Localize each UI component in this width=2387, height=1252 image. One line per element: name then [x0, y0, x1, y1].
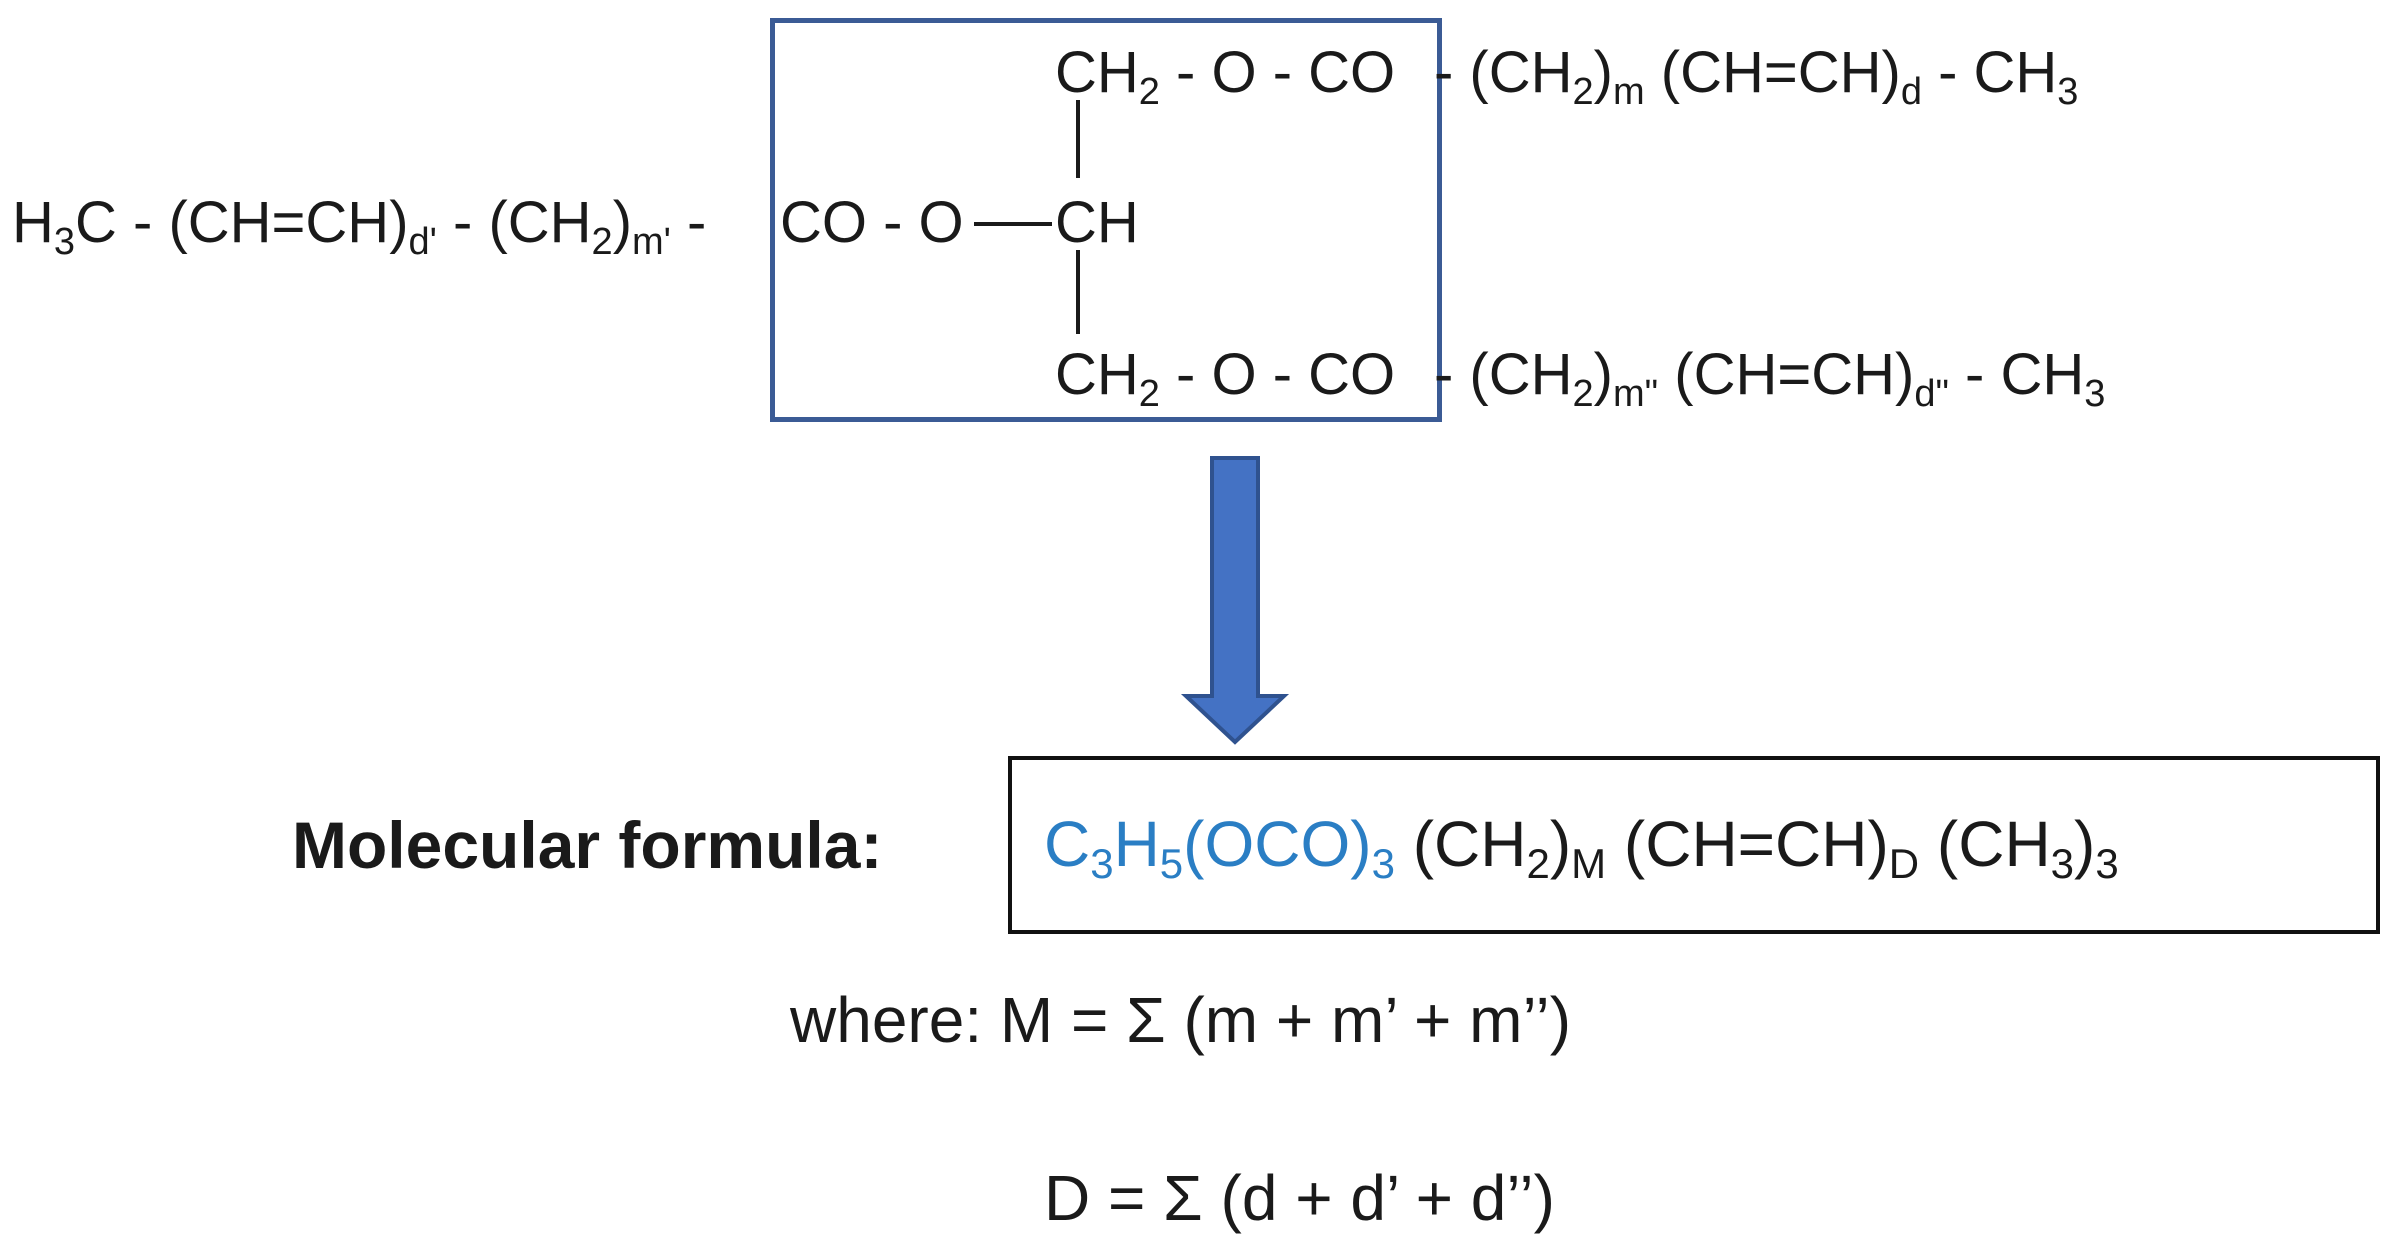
upper-vertical-bond — [1076, 100, 1080, 178]
where-M-definition: where: M = Σ (m + m’ + m’’) — [790, 984, 1572, 1056]
down-arrow-icon — [1180, 456, 1290, 745]
middle-bond-line — [974, 222, 1052, 226]
bottom-acyl-tail: - (CH2)m" (CH=CH)d" - CH3 — [1434, 342, 2106, 415]
middle-acyl-tail: H3C - (CH=CH)d' - (CH2)m' - — [12, 190, 707, 263]
top-glycerol-ch2: CH2 - O - CO — [1055, 40, 1396, 113]
where-D-definition: D = Σ (d + d’ + d’’) — [1044, 1162, 1555, 1234]
glycerol-ch: CH — [1055, 190, 1139, 255]
bottom-glycerol-ch2: CH2 - O - CO — [1055, 342, 1396, 415]
lower-vertical-bond — [1076, 250, 1080, 334]
molecular-formula-label: Molecular formula: — [292, 808, 883, 882]
top-acyl-tail: - (CH2)m (CH=CH)d - CH3 — [1434, 40, 2079, 113]
glycerol-backbone-box — [770, 18, 1442, 422]
molecular-formula-text: C3H5(OCO)3 (CH2)M (CH=CH)D (CH3)3 — [1044, 808, 2119, 887]
middle-ester-link: CO - O — [780, 190, 964, 255]
molecular-formula-box — [1008, 756, 2380, 934]
glycerol-core-formula: C3H5(OCO)3 — [1044, 808, 1395, 887]
